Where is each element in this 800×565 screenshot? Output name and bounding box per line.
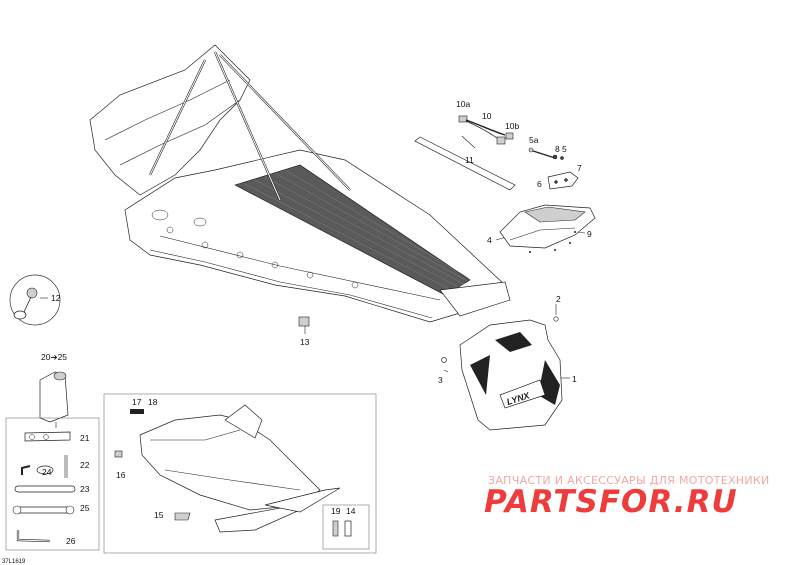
watermark: ЗАПЧАСТИ И АКСЕССУАРЫ ДЛЯ МОТОТЕХНИКИ PA… bbox=[484, 474, 770, 520]
callout-23: 23 bbox=[80, 484, 90, 494]
part-13-clip bbox=[298, 316, 310, 327]
watermark-logo: PARTSFOR.RU bbox=[484, 484, 738, 520]
callout-19: 19 bbox=[331, 506, 341, 516]
callout-10: 10 bbox=[482, 111, 492, 121]
callout-20-25: 20➔25 bbox=[41, 352, 67, 362]
parts-2-3-hardware bbox=[441, 316, 559, 363]
callout-18: 18 bbox=[148, 397, 158, 407]
callout-5: 5 bbox=[562, 144, 567, 154]
callout-2: 2 bbox=[556, 294, 561, 304]
wiring-harness-illustration bbox=[458, 115, 514, 145]
callout-26: 26 bbox=[66, 536, 76, 546]
callout-22: 22 bbox=[80, 460, 90, 470]
part-12-detail bbox=[9, 274, 61, 326]
callout-16: 16 bbox=[116, 470, 126, 480]
callout-5a: 5a bbox=[529, 135, 539, 145]
parts-6-7-taillight bbox=[547, 171, 579, 190]
leader-lines bbox=[40, 135, 586, 379]
callout-21: 21 bbox=[80, 433, 90, 443]
part-4-rear-housing bbox=[499, 204, 596, 253]
callout-6: 6 bbox=[537, 179, 542, 189]
callout-11: 11 bbox=[465, 155, 474, 165]
part-1-snowflap: LYNX bbox=[459, 319, 563, 431]
watermark-tagline: ЗАПЧАСТИ И АКСЕССУАРЫ ДЛЯ МОТОТЕХНИКИ bbox=[488, 474, 770, 487]
callout-8: 8 bbox=[555, 144, 560, 154]
callout-10a: 10a bbox=[456, 99, 470, 109]
snowmobile-decal-box bbox=[103, 393, 377, 554]
part-11-strip bbox=[414, 136, 516, 191]
callout-15: 15 bbox=[154, 510, 164, 520]
parts-5a-5-8 bbox=[528, 147, 564, 160]
figure-code: 37L1619 bbox=[2, 559, 26, 565]
callout-4: 4 bbox=[487, 235, 492, 245]
callout-10b: 10b bbox=[505, 121, 519, 131]
callout-labels: 1 2 3 4 5 5a 6 7 8 9 10 10a 10b 11 12 13… bbox=[2, 99, 592, 565]
callout-14: 14 bbox=[346, 506, 356, 516]
callout-12: 12 bbox=[51, 293, 61, 303]
callout-17: 17 bbox=[132, 397, 142, 407]
callout-24: 24 bbox=[42, 467, 52, 477]
callout-3: 3 bbox=[438, 375, 443, 385]
callout-1: 1 bbox=[572, 374, 577, 384]
callout-7: 7 bbox=[577, 163, 582, 173]
tool-kit-illustration bbox=[5, 371, 100, 551]
callout-9: 9 bbox=[587, 229, 592, 239]
callout-25: 25 bbox=[80, 503, 90, 513]
callout-13: 13 bbox=[300, 337, 310, 347]
chassis-frame-illustration bbox=[89, 44, 511, 323]
